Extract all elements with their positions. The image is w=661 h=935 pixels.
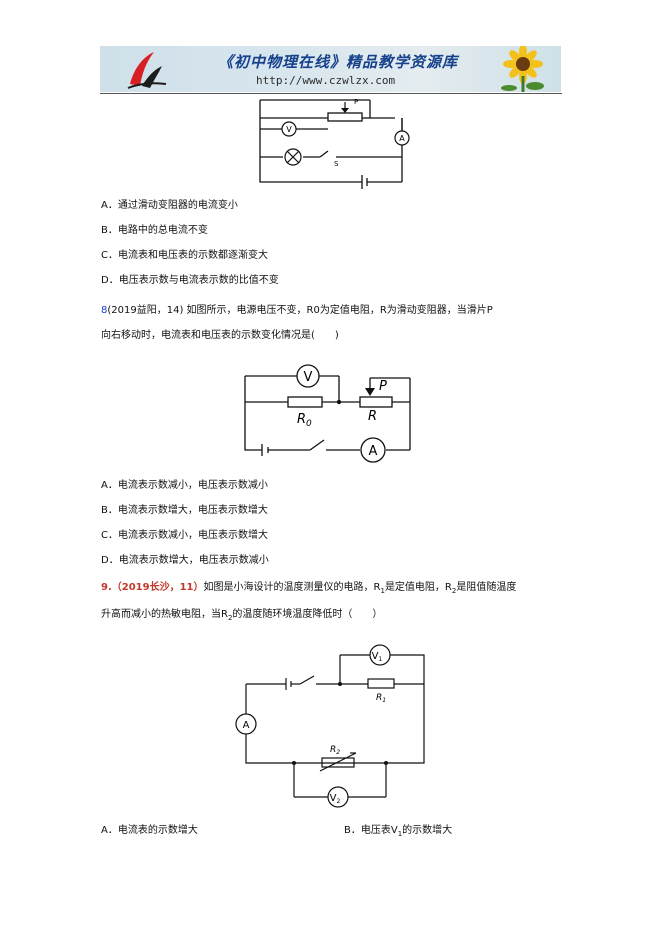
voltmeter-v1-icon	[369, 644, 391, 666]
site-logo-icon	[127, 52, 167, 89]
q8-number: 8	[101, 305, 108, 316]
header-rule	[100, 93, 562, 94]
voltmeter-label: V	[286, 125, 292, 134]
r2-label: R2	[330, 745, 340, 756]
q8-stem-line1: 8(2019益阳，14) 如图所示，电源电压不变，R0为定值电阻，R为滑动变阻器…	[101, 305, 493, 316]
q8-option-b: B．电流表示数增大，电压表示数增大	[101, 505, 268, 516]
slider-arrow-icon	[365, 388, 375, 396]
voltmeter-label: V	[304, 370, 313, 385]
slider-label: P	[379, 379, 387, 394]
q1-option-a: A．通过滑动变阻器的电流变小	[101, 200, 238, 211]
voltmeter-v2-icon	[327, 786, 349, 808]
switch-label: S	[334, 160, 339, 168]
q9-option-b: B．电压表V1的示数增大	[344, 825, 453, 838]
r-label: R	[368, 409, 377, 424]
voltmeter-icon	[281, 121, 297, 137]
q1-option-b: B．电路中的总电流不变	[101, 225, 208, 236]
circuit-diagram-q8: V A R0 R P	[244, 364, 411, 463]
q8-option-a: A．电流表示数减小，电压表示数减小	[101, 480, 268, 491]
q8-option-d: D．电流表示数增大，电压表示数减小	[101, 555, 269, 566]
ammeter-label: A	[369, 444, 378, 459]
header-banner: 《初中物理在线》精品教学资源库 http://www.czwlzx.com	[100, 46, 561, 92]
sunflower-icon	[501, 46, 544, 92]
ammeter-label: A	[399, 134, 405, 143]
q1-option-d: D．电压表示数与电流表示数的比值不变	[101, 275, 279, 286]
ammeter-icon	[394, 130, 410, 146]
q9-source: （2019长沙，11）	[111, 582, 204, 593]
q8-stem-line2: 向右移动时，电流表和电压表的示数变化情况是( )	[101, 330, 339, 341]
r0-label: R0	[297, 412, 312, 429]
header-url[interactable]: http://www.czwlzx.com	[256, 74, 396, 87]
q9-stem-line2: 升高而减小的热敏电阻，当R2的温度随环境温度降低时（ ）	[101, 609, 383, 622]
v2-label: V2	[330, 793, 341, 805]
q1-option-c: C．电流表和电压表的示数都逐渐变大	[101, 250, 268, 261]
q8-option-c: C．电流表示数减小，电压表示数增大	[101, 530, 268, 541]
q9-option-a: A．电流表的示数增大	[101, 825, 198, 836]
r1-label: R1	[376, 693, 386, 704]
ammeter-icon	[235, 713, 257, 735]
slider-arrow-icon	[341, 108, 349, 113]
circuit-diagram-q9: V1 V2 A R1 R2	[235, 644, 425, 808]
v1-label: V1	[372, 651, 383, 663]
header-title: 《初中物理在线》精品教学资源库	[218, 53, 459, 71]
ammeter-icon	[360, 437, 386, 463]
circuit-diagram-q1: V A P S	[259, 98, 410, 189]
ammeter-label: A	[243, 720, 250, 731]
q9-stem-line1: 9.（2019长沙，11）如图是小海设计的温度测量仪的电路，R1是定值电阻，R2…	[101, 582, 517, 595]
q9-number: 9.	[101, 582, 112, 593]
voltmeter-icon	[296, 364, 320, 388]
slider-label: P	[354, 98, 358, 106]
